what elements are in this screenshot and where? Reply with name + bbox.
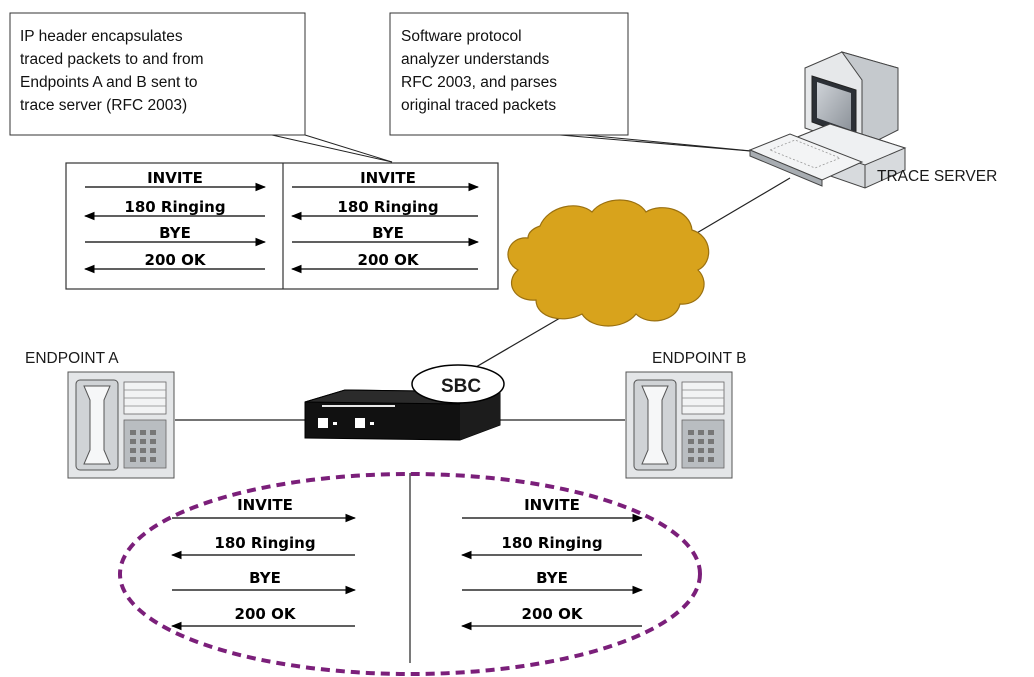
callout-left-box <box>9 12 306 136</box>
network-cloud-icon <box>507 199 710 327</box>
callout-right-line: RFC 2003, and parses <box>401 74 557 91</box>
message-label: BYE <box>249 569 281 587</box>
endpoint-b-label: ENDPOINT B <box>652 350 746 367</box>
trace-server-label: TRACE SERVER <box>877 168 997 185</box>
callout-left-line: IP header encapsulates <box>20 28 183 45</box>
message-label: INVITE <box>237 496 293 514</box>
message-label: 180 Ringing <box>501 534 602 552</box>
callout-right-line: original traced packets <box>401 97 556 114</box>
endpoint-b-flow: INVITE 180 Ringing BYE 200 OK <box>460 496 644 631</box>
callout-right-box <box>389 12 629 136</box>
packet-box-right-flow: INVITE 180 Ringing BYE 200 OK <box>290 169 480 274</box>
sbc-device-icon <box>304 364 505 441</box>
sbc-label: SBC <box>441 376 481 397</box>
message-label: 200 OK <box>145 251 207 269</box>
link-server-cloud <box>689 177 791 238</box>
callout-left-line: trace server (RFC 2003) <box>20 97 187 114</box>
endpoint-b-phone-icon <box>625 371 733 479</box>
message-label: 180 Ringing <box>214 534 315 552</box>
callout-right-line: analyzer understands <box>401 51 549 68</box>
callout-left-pointer <box>271 134 393 163</box>
message-label: BYE <box>159 224 191 242</box>
message-label: 180 Ringing <box>124 198 225 216</box>
callout-left-line: traced packets to and from <box>20 51 204 68</box>
endpoint-flow-ellipse <box>118 472 702 676</box>
callout-right-line: Software protocol <box>401 28 522 45</box>
message-label: INVITE <box>360 169 416 187</box>
encapsulated-packet-box <box>65 162 499 290</box>
endpoint-a-label: ENDPOINT A <box>25 350 119 367</box>
message-label: 200 OK <box>358 251 420 269</box>
message-label: BYE <box>536 569 568 587</box>
message-label: 180 Ringing <box>337 198 438 216</box>
callout-left-pointer <box>304 134 393 163</box>
callout-left-line: Endpoints A and B sent to <box>20 74 198 91</box>
message-label: 200 OK <box>522 605 584 623</box>
packet-box-left-flow: INVITE 180 Ringing BYE 200 OK <box>83 169 267 274</box>
endpoint-a-phone-icon <box>67 371 175 479</box>
message-label: INVITE <box>147 169 203 187</box>
endpoint-a-flow: INVITE 180 Ringing BYE 200 OK <box>170 496 357 631</box>
callout-right-pointer <box>584 134 763 153</box>
message-label: BYE <box>372 224 404 242</box>
message-label: 200 OK <box>235 605 297 623</box>
message-label: INVITE <box>524 496 580 514</box>
trace-server-computer-icon <box>748 51 907 189</box>
